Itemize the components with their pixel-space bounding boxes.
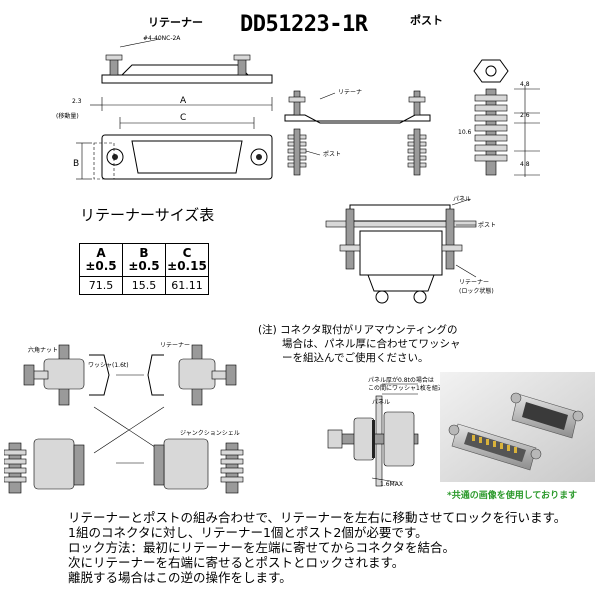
post-dim-mid: 2.6 — [520, 112, 530, 119]
size-table: A±0.5 B±0.5 C±0.15 71.5 15.5 61.11 — [79, 243, 209, 295]
size-table-title: リテーナーサイズ表 — [80, 206, 215, 224]
footer-line-5: 離脱する場合はこの逆の操作をします。 — [68, 570, 292, 585]
dim-a-label: A — [180, 96, 187, 106]
washer-drawing-svg — [327, 383, 419, 487]
part-number-title: DD51223-1R — [240, 12, 368, 37]
post-dim-height: 10.6 — [458, 129, 472, 136]
footer-line-2: 1組のコネクタに対し、リテーナー1個とポスト2個が必要です。 — [68, 525, 428, 540]
dim-offset-label: 2.3 — [72, 98, 82, 105]
product-photo-svg — [440, 372, 595, 482]
thread-spec-label: #4-40NC-2A — [143, 35, 181, 42]
footer-description: リテーナーとポストの組み合わせで、リテーナーを左右に移動させてロックを行います。… — [68, 510, 566, 585]
assembly-post-label: ポスト — [323, 151, 342, 158]
note-prefix: (注) — [258, 324, 277, 336]
travel-label: (移動量) — [56, 113, 79, 120]
size-value-b: 15.5 — [122, 276, 166, 295]
panel-lock-label: (ロック状態) — [459, 288, 494, 295]
panel-drawing-svg — [325, 198, 477, 304]
size-table-value-row: 71.5 15.5 61.11 — [79, 276, 209, 295]
footer-line-4: 次にリテーナーを右端に寄せるとポストとロックされます。 — [68, 555, 405, 570]
steps-retainer-label: リテーナー — [160, 342, 191, 349]
washer-note-2: この間にワッシャ1枚を組込む — [368, 385, 450, 392]
size-header-c: C±0.15 — [165, 243, 209, 277]
assembly-drawing-svg — [284, 90, 431, 176]
steps-washer-label: ワッシャ(1.6t) — [88, 362, 129, 369]
size-value-a: 71.5 — [79, 276, 123, 295]
retainer-drawing-svg — [76, 38, 273, 180]
washer-panel-label: パネル — [372, 399, 391, 406]
size-value-c: 61.11 — [165, 276, 209, 295]
footer-line-3: ロック方法：最初にリテーナーを左端に寄せてからコネクタを結合。 — [68, 540, 456, 555]
post-dim-bottom: 4.8 — [520, 161, 530, 168]
panel-post-label: ポスト — [478, 222, 497, 229]
washer-max-label: 1.6MAX — [380, 481, 403, 488]
post-drawing-svg — [473, 59, 540, 177]
footer-line-1: リテーナーとポストの組み合わせで、リテーナーを左右に移動させてロックを行います。 — [68, 510, 567, 525]
dim-c-label: C — [180, 113, 187, 123]
photo-caption: *共通の画像を使用しております — [447, 491, 578, 501]
steps-nut-label: 六角ナット — [28, 347, 59, 354]
post-header: ポスト — [410, 14, 443, 27]
washer-note-1: パネル厚が0.8tの場合は — [368, 377, 434, 384]
dim-b-label: B — [73, 159, 80, 169]
panel-retainer-label: リテーナー — [459, 279, 490, 286]
retainer-header: リテーナー — [148, 16, 203, 29]
assembly-retainer-label: リテーナ — [338, 89, 363, 96]
note-line-2: 場合は、パネル厚に合わせてワッシャ — [282, 338, 461, 350]
steps-drawing-svg — [4, 344, 244, 494]
note-line-3: ーを組込んでご使用ください。 — [282, 352, 429, 364]
size-header-b: B±0.5 — [122, 243, 166, 277]
size-header-a: A±0.5 — [79, 243, 123, 277]
panel-label: パネル — [453, 196, 472, 203]
steps-shell-label: ジャンクションシェル — [180, 430, 240, 437]
size-table-header-row: A±0.5 B±0.5 C±0.15 — [79, 243, 209, 277]
post-dim-top: 4.8 — [520, 81, 530, 88]
note-line-1: コネクタ取付がリアマウンティングの — [280, 324, 458, 336]
mounting-note: (注) コネクタ取付がリアマウンティングの 場合は、パネル厚に合わせてワッシャ … — [258, 323, 461, 365]
